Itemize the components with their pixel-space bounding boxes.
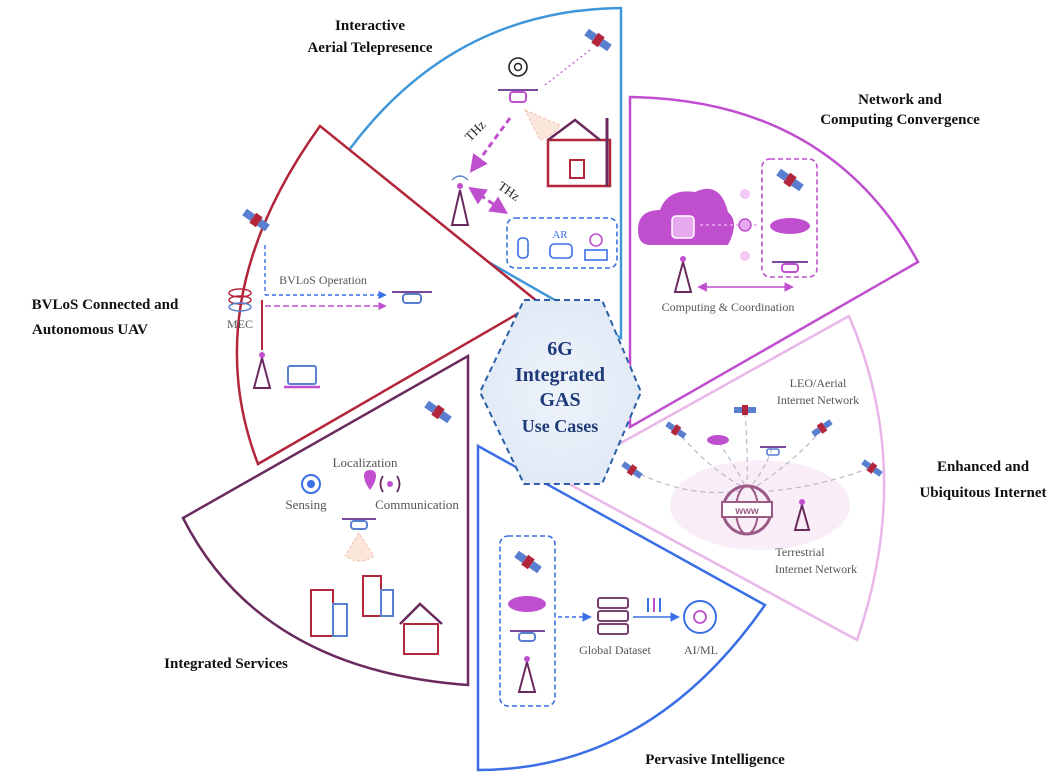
internet-title-line2: Ubiquitous Internet bbox=[919, 485, 1046, 501]
communication-icon bbox=[379, 475, 401, 493]
communication-label: Communication bbox=[375, 497, 459, 512]
center-title-line4: Use Cases bbox=[522, 416, 599, 436]
drone-icon bbox=[772, 261, 808, 273]
tower-icon bbox=[252, 352, 272, 389]
drone-icon bbox=[498, 89, 538, 103]
sector-telepresence: Interactive Aerial Telepresence bbox=[307, 6, 623, 341]
mec-label: MEC bbox=[227, 317, 253, 331]
intelligence-title: Pervasive Intelligence bbox=[645, 752, 785, 768]
aiml-label: AI/ML bbox=[684, 643, 718, 657]
bvlos-operation-label: BVLoS Operation bbox=[279, 273, 367, 287]
hand-touch-icon bbox=[517, 237, 529, 259]
bvlos-title-line1: BVLoS Connected and bbox=[32, 297, 179, 313]
gear-icon bbox=[508, 57, 528, 77]
sensing-icon bbox=[301, 474, 321, 494]
sector-network: Network and Computing Convergence Comput… bbox=[628, 92, 980, 430]
terrestrial-label-1: Terrestrial bbox=[775, 545, 825, 559]
leo-label-2: Internet Network bbox=[777, 393, 859, 407]
airship-icon bbox=[508, 596, 546, 612]
aerial-nodes-box bbox=[761, 158, 818, 278]
satellite-icon bbox=[424, 400, 452, 424]
sector-bvlos: BVLoS Connected and Autonomous UAV BVLoS… bbox=[32, 124, 541, 466]
aerial-nodes-box bbox=[499, 535, 556, 707]
tower-icon bbox=[793, 499, 811, 531]
coordination-label: Computing & Coordination bbox=[662, 300, 795, 314]
filter-sliders-icon bbox=[647, 598, 661, 612]
center-title-line2: Integrated bbox=[515, 364, 605, 386]
satellite-icon bbox=[584, 28, 612, 52]
laptop-icon bbox=[284, 365, 320, 389]
leo-label-1: LEO/Aerial bbox=[790, 376, 847, 390]
telepresence-title-line1: Interactive bbox=[335, 18, 405, 34]
www-label: www bbox=[734, 506, 759, 517]
building-icon bbox=[310, 589, 348, 637]
satellite-icon bbox=[776, 168, 804, 192]
tower-icon bbox=[673, 256, 693, 293]
www-globe-icon: www bbox=[721, 484, 773, 536]
drone-icon bbox=[342, 518, 376, 530]
location-pin-icon bbox=[364, 470, 376, 490]
building-icon bbox=[362, 575, 394, 617]
tower-icon bbox=[517, 656, 537, 693]
factory-icon bbox=[546, 118, 612, 188]
sector-internet: Enhanced and Ubiquitous Internet LEO/Aer… bbox=[555, 314, 1047, 642]
localization-label: Localization bbox=[333, 455, 398, 470]
ar-devices-box bbox=[506, 217, 618, 269]
services-title: Integrated Services bbox=[164, 656, 288, 672]
satellite-icon bbox=[242, 208, 270, 232]
airship-icon bbox=[707, 435, 729, 445]
tower-icon bbox=[450, 175, 470, 226]
telepresence-title-line2: Aerial Telepresence bbox=[307, 40, 432, 56]
satellite-icon bbox=[861, 459, 883, 477]
user-laptop-icon bbox=[584, 233, 608, 261]
satellite-icon bbox=[811, 419, 833, 437]
bvlos-title-line2: Autonomous UAV bbox=[32, 322, 148, 338]
network-title-line2: Computing Convergence bbox=[820, 112, 980, 128]
center-title-line1: 6G bbox=[547, 338, 573, 360]
ar-label: AR bbox=[552, 229, 568, 241]
drone-icon bbox=[510, 630, 545, 642]
dataset-label: Global Dataset bbox=[579, 643, 651, 657]
satellite-icon bbox=[621, 461, 643, 479]
house-icon bbox=[399, 602, 443, 655]
sector-services: Integrated Services Localization Sensing… bbox=[164, 353, 470, 687]
sector-intelligence: Pervasive Intelligence Global Dataset AI… bbox=[476, 443, 785, 772]
mec-server-icon bbox=[228, 288, 252, 312]
center-title-line3: GAS bbox=[539, 389, 580, 411]
satellite-icon bbox=[665, 421, 687, 439]
sensing-label: Sensing bbox=[285, 497, 327, 512]
ai-brain-icon bbox=[683, 600, 717, 634]
database-server-icon bbox=[597, 597, 629, 635]
vr-glasses-icon bbox=[549, 243, 573, 259]
satellite-icon bbox=[734, 405, 756, 415]
drone-icon bbox=[392, 291, 432, 304]
terrestrial-label-2: Internet Network bbox=[775, 562, 857, 576]
cloud-icon bbox=[638, 188, 734, 245]
satellite-icon bbox=[514, 550, 542, 574]
airship-icon bbox=[770, 218, 810, 234]
drone-icon bbox=[760, 446, 786, 456]
network-title-line1: Network and bbox=[858, 92, 942, 108]
internet-title-line1: Enhanced and bbox=[937, 459, 1030, 475]
center-hexagon: 6G Integrated GAS Use Cases bbox=[478, 299, 643, 485]
